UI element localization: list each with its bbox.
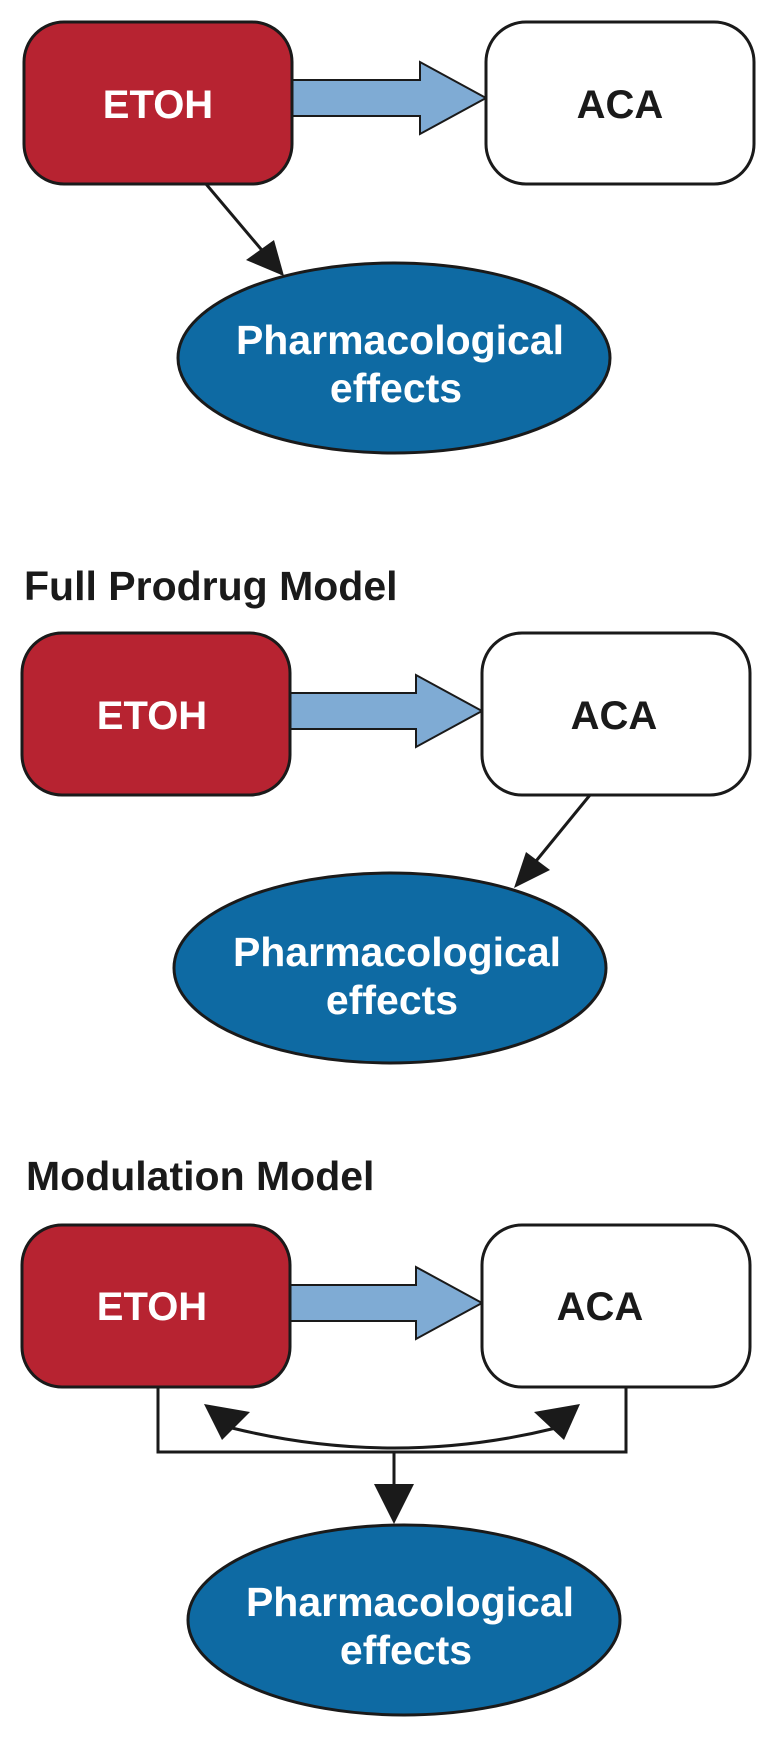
aca-box (484, 20, 756, 186)
effects-label-line1: Pharmacological (236, 317, 564, 363)
arrowhead-down-to-effects (374, 1484, 414, 1524)
flow-arrow-etoh-to-aca (287, 1265, 485, 1341)
aca-box (480, 631, 752, 797)
full-prodrug-model-title: Full Prodrug Model (24, 563, 398, 609)
etoh-box (22, 20, 294, 186)
arrowhead-etoh-to-effects (246, 240, 284, 276)
aca-box (480, 1223, 752, 1389)
arrow-aca-to-effects (530, 794, 592, 867)
diagram-1: ETOH ACA Pharmacological effects (22, 20, 756, 455)
etoh-box (20, 631, 292, 797)
arrowhead-aca-to-effects (514, 852, 550, 888)
pharmacological-effects-ellipse (186, 1523, 622, 1717)
interaction-curve (231, 1426, 557, 1450)
flow-arrow-etoh-to-aca (287, 673, 485, 749)
effects-label-line2: effects (340, 1627, 472, 1673)
etoh-box (20, 1223, 292, 1389)
etoh-label: ETOH (97, 694, 207, 738)
aca-label: ACA (577, 83, 664, 127)
diagram-3: Modulation Model ETOH ACA Pharmacologica… (20, 1153, 752, 1717)
etoh-label: ETOH (97, 1285, 207, 1329)
effects-label-line2: effects (330, 365, 462, 411)
aca-label: ACA (571, 694, 658, 738)
interaction-arrowhead-right (534, 1404, 580, 1440)
flow-arrow-etoh-to-aca (291, 60, 489, 136)
effects-label-line1: Pharmacological (246, 1579, 574, 1625)
aca-label: ACA (557, 1285, 644, 1329)
interaction-arrowhead-left (204, 1404, 250, 1440)
effects-label-line2: effects (326, 977, 458, 1023)
diagram-2: Full Prodrug Model ETOH ACA Pharmacologi… (20, 563, 752, 1065)
modulation-model-title: Modulation Model (26, 1153, 374, 1199)
etoh-label: ETOH (103, 83, 213, 127)
effects-label-line1: Pharmacological (233, 929, 561, 975)
pharmacological-effects-ellipse (172, 871, 608, 1065)
pharmacological-effects-ellipse (176, 261, 612, 455)
bracket-connector (156, 1387, 628, 1454)
